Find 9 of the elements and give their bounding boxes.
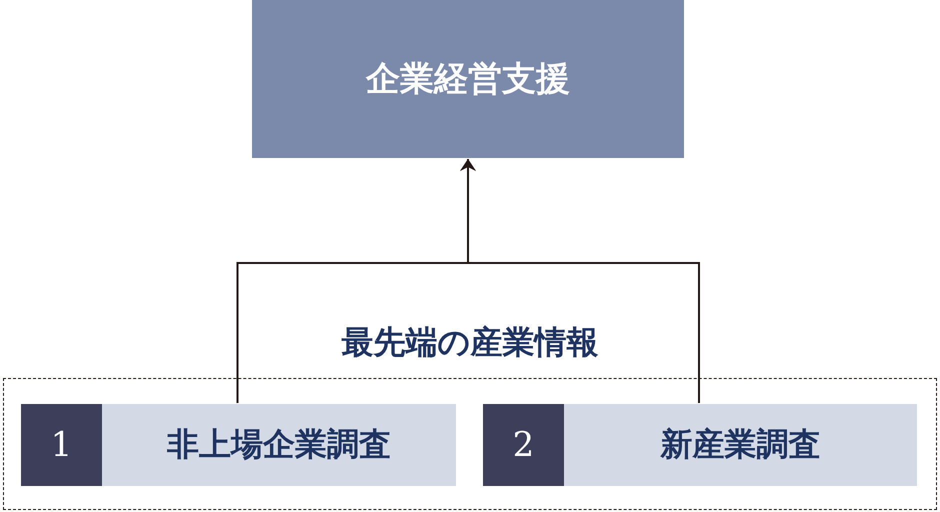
number-badge: 1: [21, 404, 102, 486]
goal-box: 企業経営支援: [252, 0, 684, 158]
survey-box: [21, 404, 456, 486]
survey-title: 非上場企業調査: [166, 424, 392, 465]
survey-title: 新産業調査: [659, 424, 822, 465]
arrow: [460, 159, 700, 403]
survey-box: [483, 404, 917, 486]
dashed-group-frame: [3, 378, 937, 510]
number-badge: 2: [483, 404, 564, 486]
